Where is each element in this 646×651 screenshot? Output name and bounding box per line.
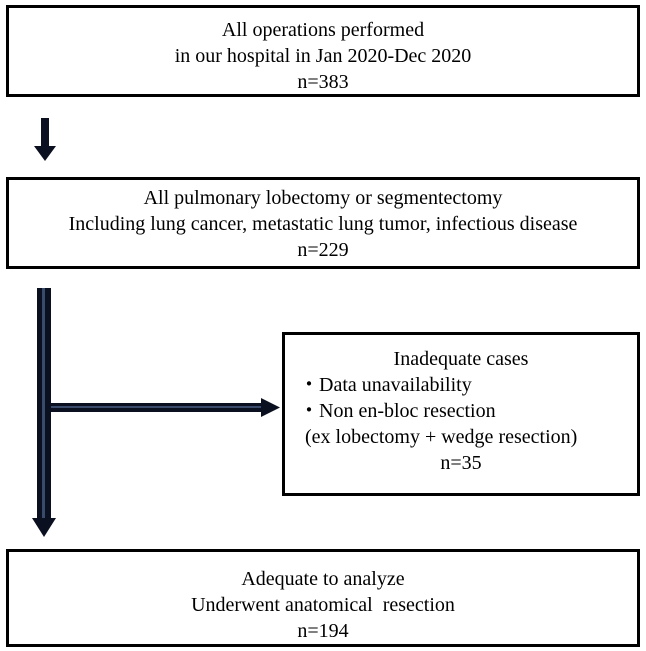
lobectomy-box: All pulmonary lobectomy or segmentectomy… [6,177,640,269]
inadequate-item-non-en-bloc: ・Non en-bloc resection [299,400,496,422]
inadequate-cases-box: Inadequate cases ・Data unavailability ・N… [282,332,640,496]
adequate-line2: Underwent anatomical resection [191,594,455,616]
inadequate-sub-item: (ex lobectomy + wedge resection) [305,426,578,448]
adequate-count: n=194 [297,620,349,642]
all-operations-line1: All operations performed [221,19,425,41]
all-operations-count: n=383 [297,71,349,93]
arrow-right-branch [51,398,280,417]
lobectomy-line1: All pulmonary lobectomy or segmentectomy [143,187,503,209]
inadequate-item-data-unavailability: ・Data unavailability [299,374,472,396]
adequate-line1: Adequate to analyze [241,568,405,590]
arrow-down-main [32,288,56,537]
all-operations-line2: in our hospital in Jan 2020-Dec 2020 [174,45,472,67]
all-operations-box: All operations performed in our hospital… [6,5,640,97]
inadequate-count: n=35 [440,452,482,474]
inadequate-title: Inadequate cases [393,348,529,370]
arrow-down-1 [34,118,56,161]
lobectomy-line2: Including lung cancer, metastatic lung t… [68,213,578,235]
lobectomy-count: n=229 [297,239,349,261]
adequate-box: Adequate to analyze Underwent anatomical… [6,549,640,647]
